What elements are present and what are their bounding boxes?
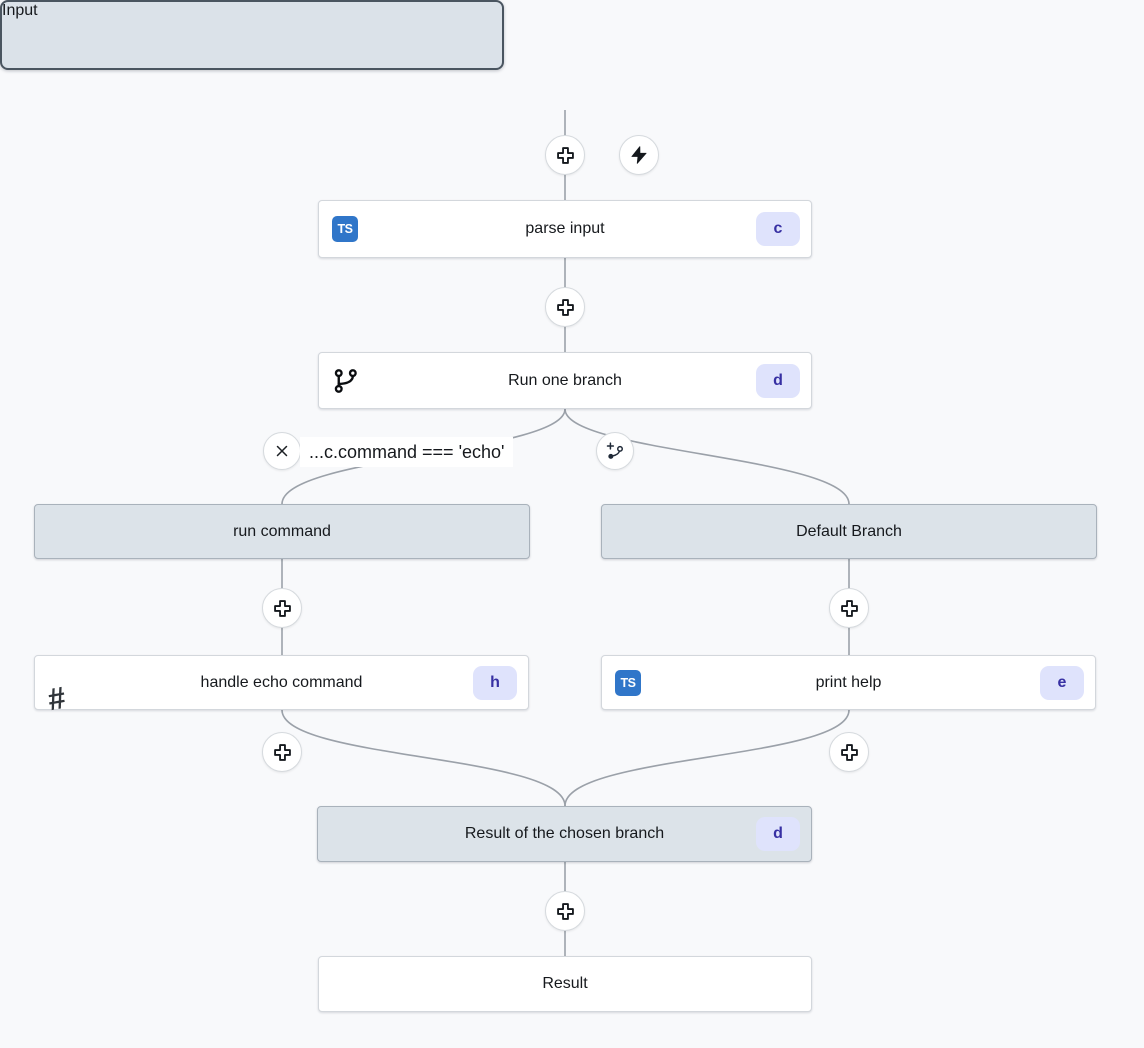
plus-icon <box>555 297 576 318</box>
step-id-badge: d <box>756 817 800 851</box>
remove-branch-button[interactable] <box>263 432 301 470</box>
branch-condition-label: ...c.command === 'echo' <box>300 437 514 467</box>
node-print-help[interactable]: TS print help e <box>601 655 1096 710</box>
close-icon <box>273 442 291 460</box>
add-branch-icon <box>605 441 625 461</box>
plus-icon <box>272 598 293 619</box>
step-id-badge: d <box>756 363 800 398</box>
insert-step-button[interactable] <box>545 891 585 931</box>
plus-icon <box>555 145 576 166</box>
branch-header-label: Default Branch <box>796 522 902 540</box>
branch-header-label: run command <box>233 522 331 540</box>
edge-merge-left <box>281 709 566 807</box>
edge-merge-right <box>564 709 850 807</box>
typescript-icon: TS <box>615 669 641 696</box>
hash-icon: # <box>45 679 69 717</box>
branch-header-default[interactable]: Default Branch <box>601 504 1097 559</box>
node-result-label: Result <box>542 975 588 992</box>
insert-step-button[interactable] <box>262 588 302 628</box>
node-handle-echo-label: handle echo command <box>200 673 363 691</box>
step-id-badge: h <box>473 665 517 700</box>
plus-icon <box>272 742 293 763</box>
node-result-of-chosen-branch[interactable]: Result of the chosen branch d <box>317 806 812 862</box>
plus-icon <box>839 742 860 763</box>
step-id-badge: e <box>1040 665 1084 700</box>
git-branch-icon <box>332 367 359 394</box>
node-input-label: Input <box>2 2 38 19</box>
typescript-icon: TS <box>332 216 358 242</box>
node-parse-input-label: parse input <box>525 220 605 237</box>
trigger-button[interactable] <box>619 135 659 175</box>
node-result[interactable]: Result <box>318 956 812 1012</box>
node-run-one-branch[interactable]: Run one branch d <box>318 352 812 409</box>
insert-step-button[interactable] <box>262 732 302 772</box>
node-parse-input[interactable]: TS parse input c <box>318 200 812 258</box>
insert-step-button[interactable] <box>545 287 585 327</box>
merge-node-label: Result of the chosen branch <box>464 825 665 842</box>
node-input[interactable]: Input <box>0 0 504 70</box>
add-branch-button[interactable] <box>596 432 634 470</box>
insert-step-button[interactable] <box>545 135 585 175</box>
branch-header-run-command[interactable]: run command <box>34 504 530 559</box>
node-print-help-label: print help <box>815 673 882 691</box>
insert-step-button[interactable] <box>829 588 869 628</box>
node-handle-echo-command[interactable]: # handle echo command h <box>34 655 529 717</box>
plus-icon <box>555 901 576 922</box>
plus-icon <box>839 598 860 619</box>
insert-step-button[interactable] <box>829 732 869 772</box>
step-id-badge: c <box>756 212 800 246</box>
node-run-one-branch-label: Run one branch <box>508 371 622 389</box>
lightning-icon <box>629 145 649 165</box>
edge-branch-right <box>564 408 850 505</box>
